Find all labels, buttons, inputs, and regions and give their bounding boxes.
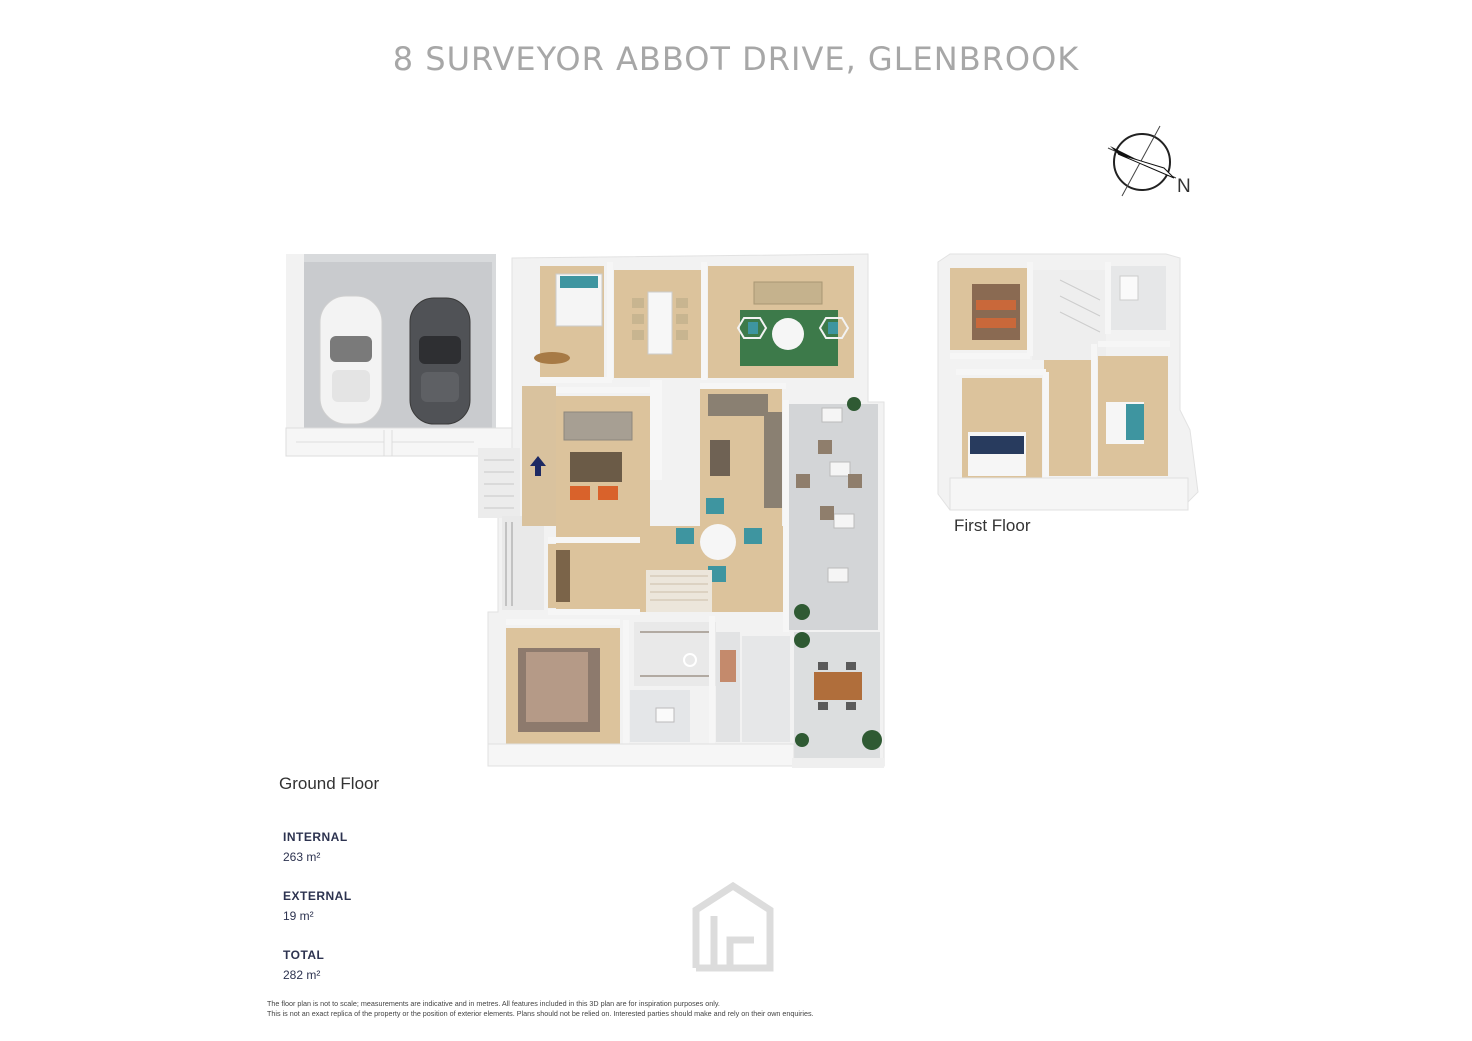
total-area-label: TOTAL <box>283 948 325 962</box>
garage <box>285 254 519 457</box>
external-area-value: 19 m² <box>283 909 314 923</box>
car-dark <box>409 297 471 425</box>
total-area-value: 282 m² <box>283 968 321 982</box>
entry-arrow-icon <box>530 456 546 476</box>
page-title: 8 SURVEYOR ABBOT DRIVE, GLENBROOK <box>392 40 1080 78</box>
car-white <box>319 295 383 425</box>
compass-icon <box>1107 125 1177 197</box>
ground-floor-building <box>478 253 885 768</box>
first-floor-label: First Floor <box>954 516 1031 535</box>
internal-area-label: INTERNAL <box>283 830 348 844</box>
first-floor-building <box>937 253 1199 511</box>
disclaimer: The floor plan is not to scale; measurem… <box>267 999 987 1018</box>
compass-north-label: N <box>1177 176 1191 197</box>
ground-floor-label: Ground Floor <box>279 774 380 793</box>
disclaimer-line-1: The floor plan is not to scale; measurem… <box>267 999 720 1008</box>
disclaimer-line-2: This is not an exact replica of the prop… <box>267 1008 814 1018</box>
house-logo-icon <box>692 881 774 972</box>
internal-area-value: 263 m² <box>283 850 321 864</box>
external-area-label: EXTERNAL <box>283 889 352 903</box>
